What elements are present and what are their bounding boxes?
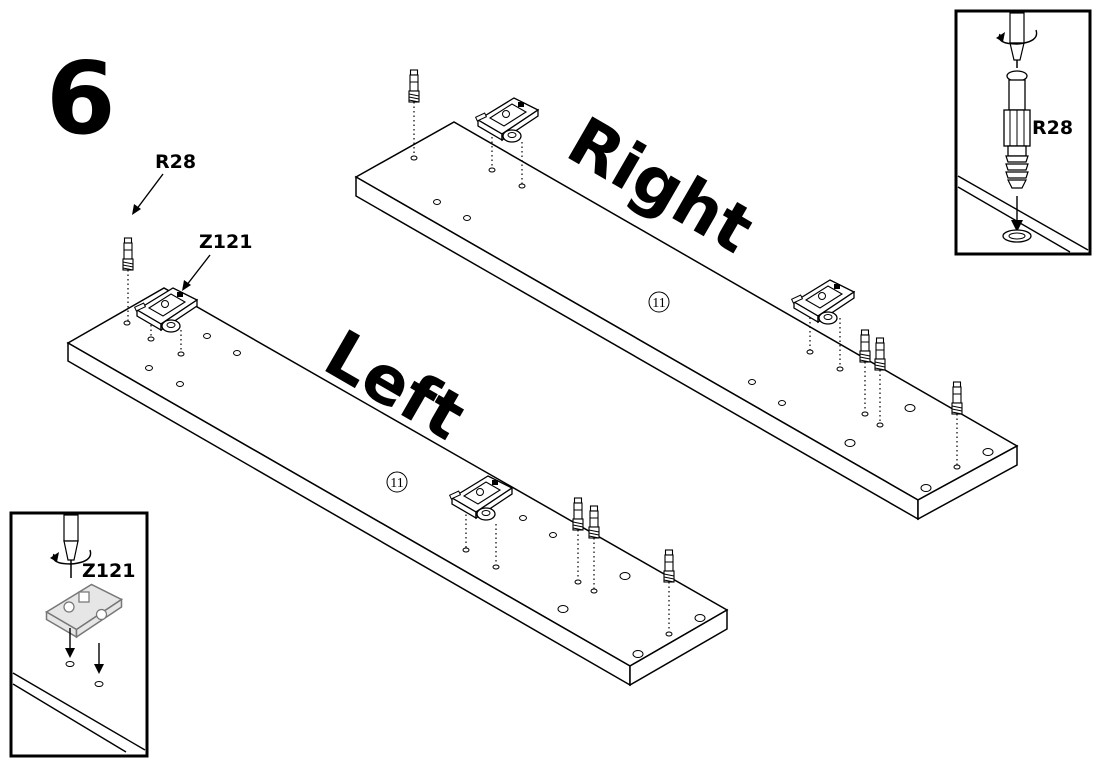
cam-bolt-icon (588, 505, 600, 539)
left-panel-part-number: 11 (386, 471, 408, 493)
cam-bolt-icon (951, 381, 963, 415)
cam-bolt-icon (408, 69, 420, 103)
right-panel-part-number: 11 (648, 291, 670, 313)
left-panel-holes (123, 320, 706, 658)
cam-bolt-icon (663, 549, 675, 583)
cam-bolt-icon (122, 237, 134, 271)
right-panel-holes (410, 155, 994, 492)
right-panel: Right 11 (354, 69, 1019, 521)
cam-bolt-icon (874, 337, 886, 371)
inset-bottom-left: Z121 (9, 511, 149, 758)
inset-top-right-label: R28 (1032, 117, 1073, 139)
callout-r28: R28 (132, 151, 196, 215)
svg-text:R28: R28 (155, 151, 196, 173)
down-arrow-icon (65, 648, 75, 658)
cam-bolt-icon (572, 497, 584, 531)
rotate-arrow-icon (996, 32, 1005, 42)
rotate-arrow-icon (50, 552, 59, 562)
inset-bottom-left-label: Z121 (82, 560, 135, 582)
hinge-plate-icon (790, 279, 855, 325)
step-number: 6 (46, 40, 116, 157)
svg-text:Z121: Z121 (199, 231, 252, 253)
down-arrow-icon (1011, 220, 1023, 232)
svg-text:11: 11 (652, 296, 665, 311)
down-arrow-icon (94, 664, 104, 674)
callout-z121: Z121 (182, 231, 252, 291)
svg-text:11: 11 (390, 476, 403, 491)
hinge-plate-icon (474, 97, 539, 143)
cam-bolt-icon (859, 329, 871, 363)
hinge-plate-icon (45, 583, 123, 639)
inset-top-right: R28 (954, 9, 1092, 256)
